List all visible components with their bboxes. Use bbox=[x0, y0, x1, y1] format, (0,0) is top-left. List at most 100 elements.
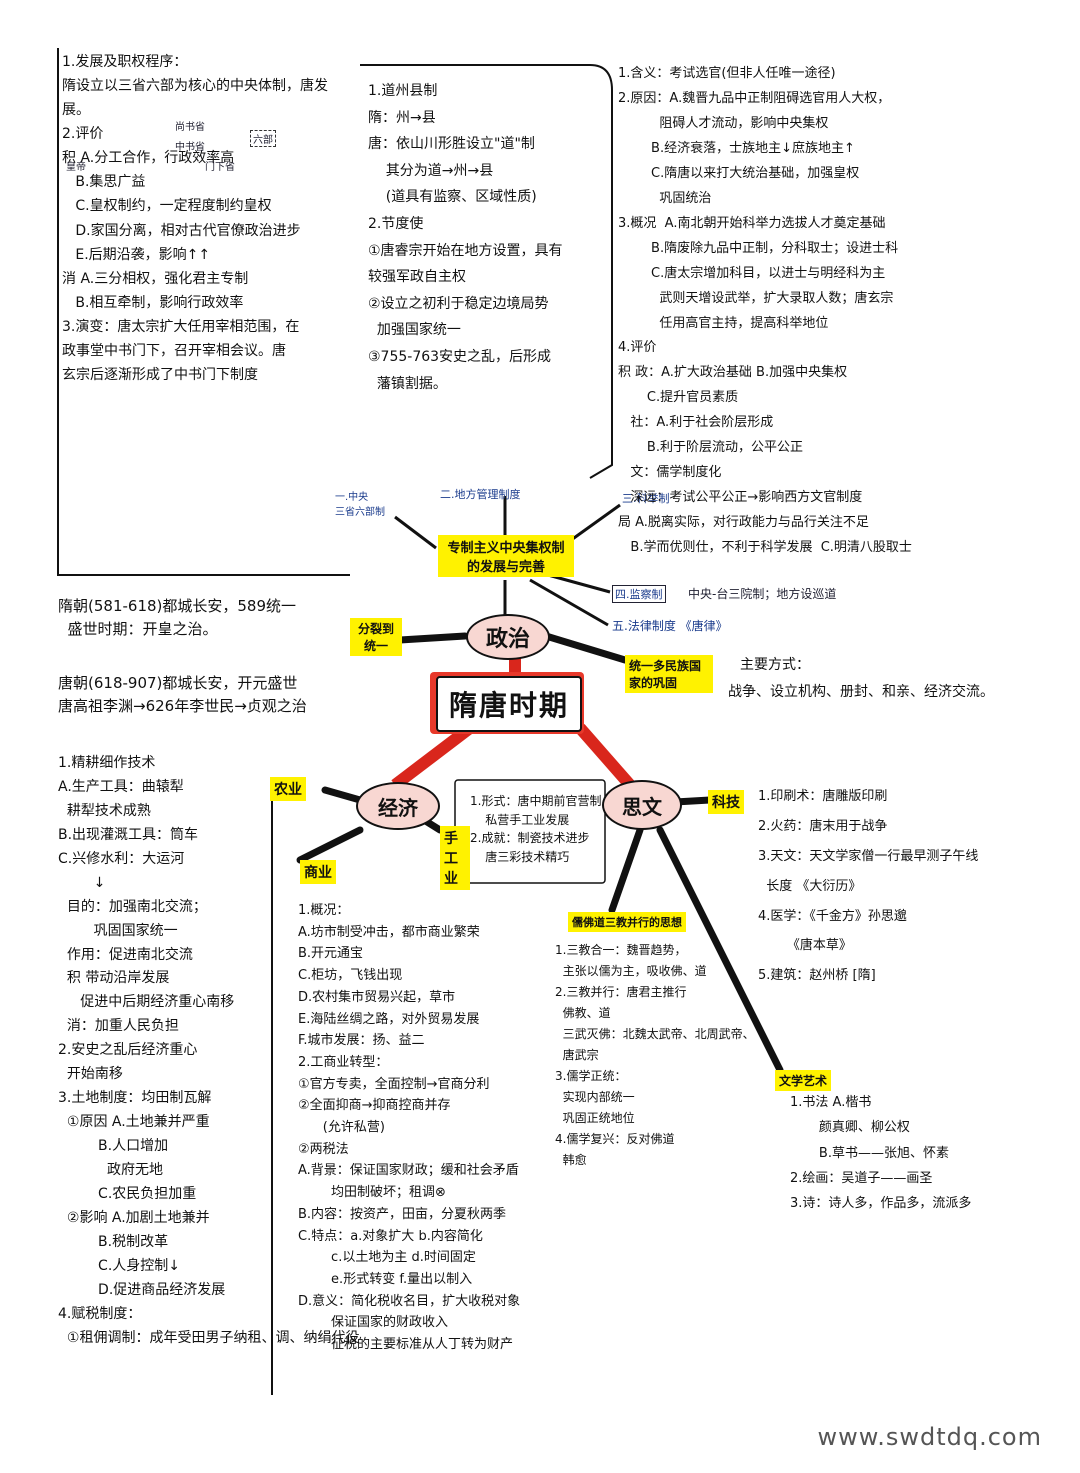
local-line: 2.节度使 bbox=[368, 215, 424, 232]
agri-line: 3.土地制度：均田制瓦解 bbox=[58, 1090, 212, 1107]
local-frame bbox=[360, 64, 613, 479]
exam-line: 积 政：A.扩大政治基础 B.加强中央集权 bbox=[618, 365, 848, 381]
commerce-line: ②两税法 bbox=[298, 1141, 349, 1157]
diagram-label-zhongshu: 中书省 bbox=[175, 142, 205, 153]
agri-line: 巩固国家统一 bbox=[58, 922, 178, 939]
thought-line: 主张以儒为主，吸收佛、道 bbox=[555, 964, 707, 978]
commerce-line: C.柜坊，飞钱出现 bbox=[298, 968, 403, 984]
agri-line: 开始南移 bbox=[58, 1066, 123, 1083]
agri-line: 目的：加强南北交流； bbox=[58, 898, 207, 915]
central-frame bbox=[57, 48, 350, 576]
local-line: ②设立之初利于稳定边境局势 bbox=[368, 295, 549, 312]
branch-supervise-label: 四.监察制 bbox=[612, 585, 666, 603]
politics-node: 政治 bbox=[466, 614, 550, 660]
exam-line: C.唐太宗增加科目，以进士与明经科为主 bbox=[618, 265, 886, 281]
tech-line: 5.建筑：赵州桥 [隋] bbox=[758, 968, 876, 984]
agri-line: ↓ bbox=[58, 874, 106, 891]
commerce-line: ②全面抑商→抑商控商并存 bbox=[298, 1098, 451, 1114]
agri-branch bbox=[321, 786, 364, 804]
center-title: 隋唐时期 bbox=[436, 676, 582, 732]
commerce-line: B.开元通宝 bbox=[298, 946, 364, 962]
art-branch bbox=[656, 826, 784, 1074]
central-line: 3.演变：唐太宗扩大任用宰相范围，在 bbox=[62, 318, 300, 335]
local-line: 1.道州县制 bbox=[368, 83, 438, 99]
central-line: E.后期沿袭，影响↑↑ bbox=[62, 246, 211, 263]
commerce-line: 1.概况： bbox=[298, 903, 350, 918]
commerce-line: 征税的主要标准从人丁转为财产 bbox=[298, 1337, 514, 1353]
central-line: B.相互牵制，影响行政效率 bbox=[62, 294, 244, 311]
agri-tag: 农业 bbox=[270, 777, 306, 801]
thought-line: 实现内部统一 bbox=[555, 1090, 635, 1104]
branch-central-line bbox=[394, 515, 437, 550]
central-line: B.集思广益 bbox=[62, 174, 146, 191]
thought-branch bbox=[608, 826, 644, 914]
tech-line: 长度 《大衍历》 bbox=[758, 878, 862, 894]
exam-line: B.利于阶层流动，公平公正 bbox=[618, 440, 803, 456]
thought-line: 1.三教合一：魏晋趋势， bbox=[555, 943, 687, 957]
exam-line: 任用高官主持，提高科举地位 bbox=[618, 315, 829, 331]
exam-line: 1.含义：考试选官(但非人任唯一途径) bbox=[618, 66, 836, 81]
central-line: 展。 bbox=[62, 102, 90, 119]
commerce-line: D.农村集市贸易兴起，草市 bbox=[298, 989, 456, 1005]
agri-line: 政府无地 bbox=[58, 1161, 163, 1178]
culture-node: 思文 bbox=[602, 780, 682, 830]
thought-line: 3.儒学正统： bbox=[555, 1069, 627, 1083]
handcraft-tag: 手工业 bbox=[440, 826, 470, 890]
agri-line: 消：加重人民负担 bbox=[58, 1018, 179, 1035]
central-line: 积 A.分工合作，行政效率高 bbox=[62, 150, 235, 167]
thought-line: 4.儒学复兴：反对佛道 bbox=[555, 1132, 675, 1146]
art-line: 3.诗：诗人多，作品多，流派多 bbox=[790, 1196, 972, 1212]
trunk-economy bbox=[391, 723, 474, 790]
agri-line: 耕犁技术成熟 bbox=[58, 802, 151, 819]
tech-tag: 科技 bbox=[708, 790, 744, 814]
local-block: 1.道州县制隋：州→县唐：依山川形胜设立"道"制 其分为道→州→县 (道具有监察… bbox=[368, 78, 563, 397]
agri-line: ①原因 A.土地兼并严重 bbox=[58, 1114, 210, 1131]
commerce-line: C.特点：a.对象扩大 b.内容简化 bbox=[298, 1228, 483, 1244]
system-tag: 专制主义中央集权制的发展与完善 bbox=[438, 535, 574, 577]
commerce-line: c.以土地为主 d.时间固定 bbox=[298, 1250, 476, 1266]
thought-line: 佛教、道 bbox=[555, 1006, 611, 1020]
branch-exam-label: 三.科举制 bbox=[622, 492, 670, 505]
commerce-branch bbox=[296, 826, 364, 864]
agri-line: D.促进商品经济发展 bbox=[58, 1281, 226, 1298]
diagram-label-menxia: 门下省 bbox=[205, 162, 235, 173]
handcraft-note: 1.形式：唐中期前官营制 私营手工业发展 2.成就：制瓷技术进步 唐三彩技术精巧 bbox=[470, 794, 602, 864]
agri-line: B.人口增加 bbox=[58, 1138, 169, 1154]
central-line: D.家国分离，相对古代官僚政治进步 bbox=[62, 222, 301, 239]
commerce-line: 均田制破坏；租调⊗ bbox=[298, 1185, 446, 1201]
exam-line: C.隋唐以来打大统治基础，加强皇权 bbox=[618, 165, 860, 181]
local-line: ①唐睿宗开始在地方设置，具有 bbox=[368, 242, 563, 259]
exam-line: 社：A.利于社会阶层形成 bbox=[618, 415, 774, 431]
sui-dynasty: 隋朝(581-618)都城长安，589统一 盛世时期：开皇之治。 bbox=[58, 597, 297, 639]
frame-borders bbox=[57, 48, 613, 1395]
watermark: www.swdtdq.com bbox=[817, 1423, 1042, 1451]
local-line: 隋：州→县 bbox=[368, 109, 436, 126]
split-branch bbox=[396, 632, 469, 644]
thought-line: 2.三教并行：唐君主推行 bbox=[555, 985, 687, 999]
agri-line: B.税制改革 bbox=[58, 1233, 169, 1250]
agri-line: 积 带动沿岸发展 bbox=[58, 970, 170, 987]
thought-line: 韩愈 bbox=[555, 1153, 587, 1167]
exam-line: 阻碍人才流动，影响中央集权 bbox=[618, 115, 829, 131]
branch-law-line bbox=[529, 578, 609, 627]
exam-line: 局 A.脱离实际，对行政能力与品行关注不足 bbox=[618, 515, 869, 531]
trunk-culture bbox=[575, 724, 635, 789]
art-line: 1.书法 A.楷书 bbox=[790, 1095, 872, 1110]
commerce-line: ①官方专卖，全面控制→官商分利 bbox=[298, 1076, 490, 1092]
tech-line: 3.天文：天文学家僧一行最早测子午线 bbox=[758, 848, 979, 864]
local-line: 唐：依山川形胜设立"道"制 bbox=[368, 136, 535, 153]
diagram-label-liubu: 六部 bbox=[250, 130, 276, 147]
agri-line: 1.精耕细作技术 bbox=[58, 755, 156, 771]
commerce-line: 保证国家的财政收入 bbox=[298, 1315, 449, 1331]
agri-line: C.兴修水利：大运河 bbox=[58, 850, 185, 867]
diagram-label-shangshu: 尚书省 bbox=[175, 122, 205, 133]
local-line: 其分为道→州→县 bbox=[368, 162, 494, 179]
exam-line: 4.评价 bbox=[618, 340, 657, 356]
tech-line: 《唐本草》 bbox=[758, 938, 852, 954]
central-line: 隋设立以三省六部为核心的中央体制，唐发 bbox=[62, 78, 328, 95]
central-line: C.皇权制约，一定程度制约皇权 bbox=[62, 198, 272, 215]
exam-line: B.经济衰落，士族地主↓庶族地主↑ bbox=[618, 140, 855, 156]
tech-line: 1.印刷术：唐雕版印刷 bbox=[758, 789, 888, 804]
